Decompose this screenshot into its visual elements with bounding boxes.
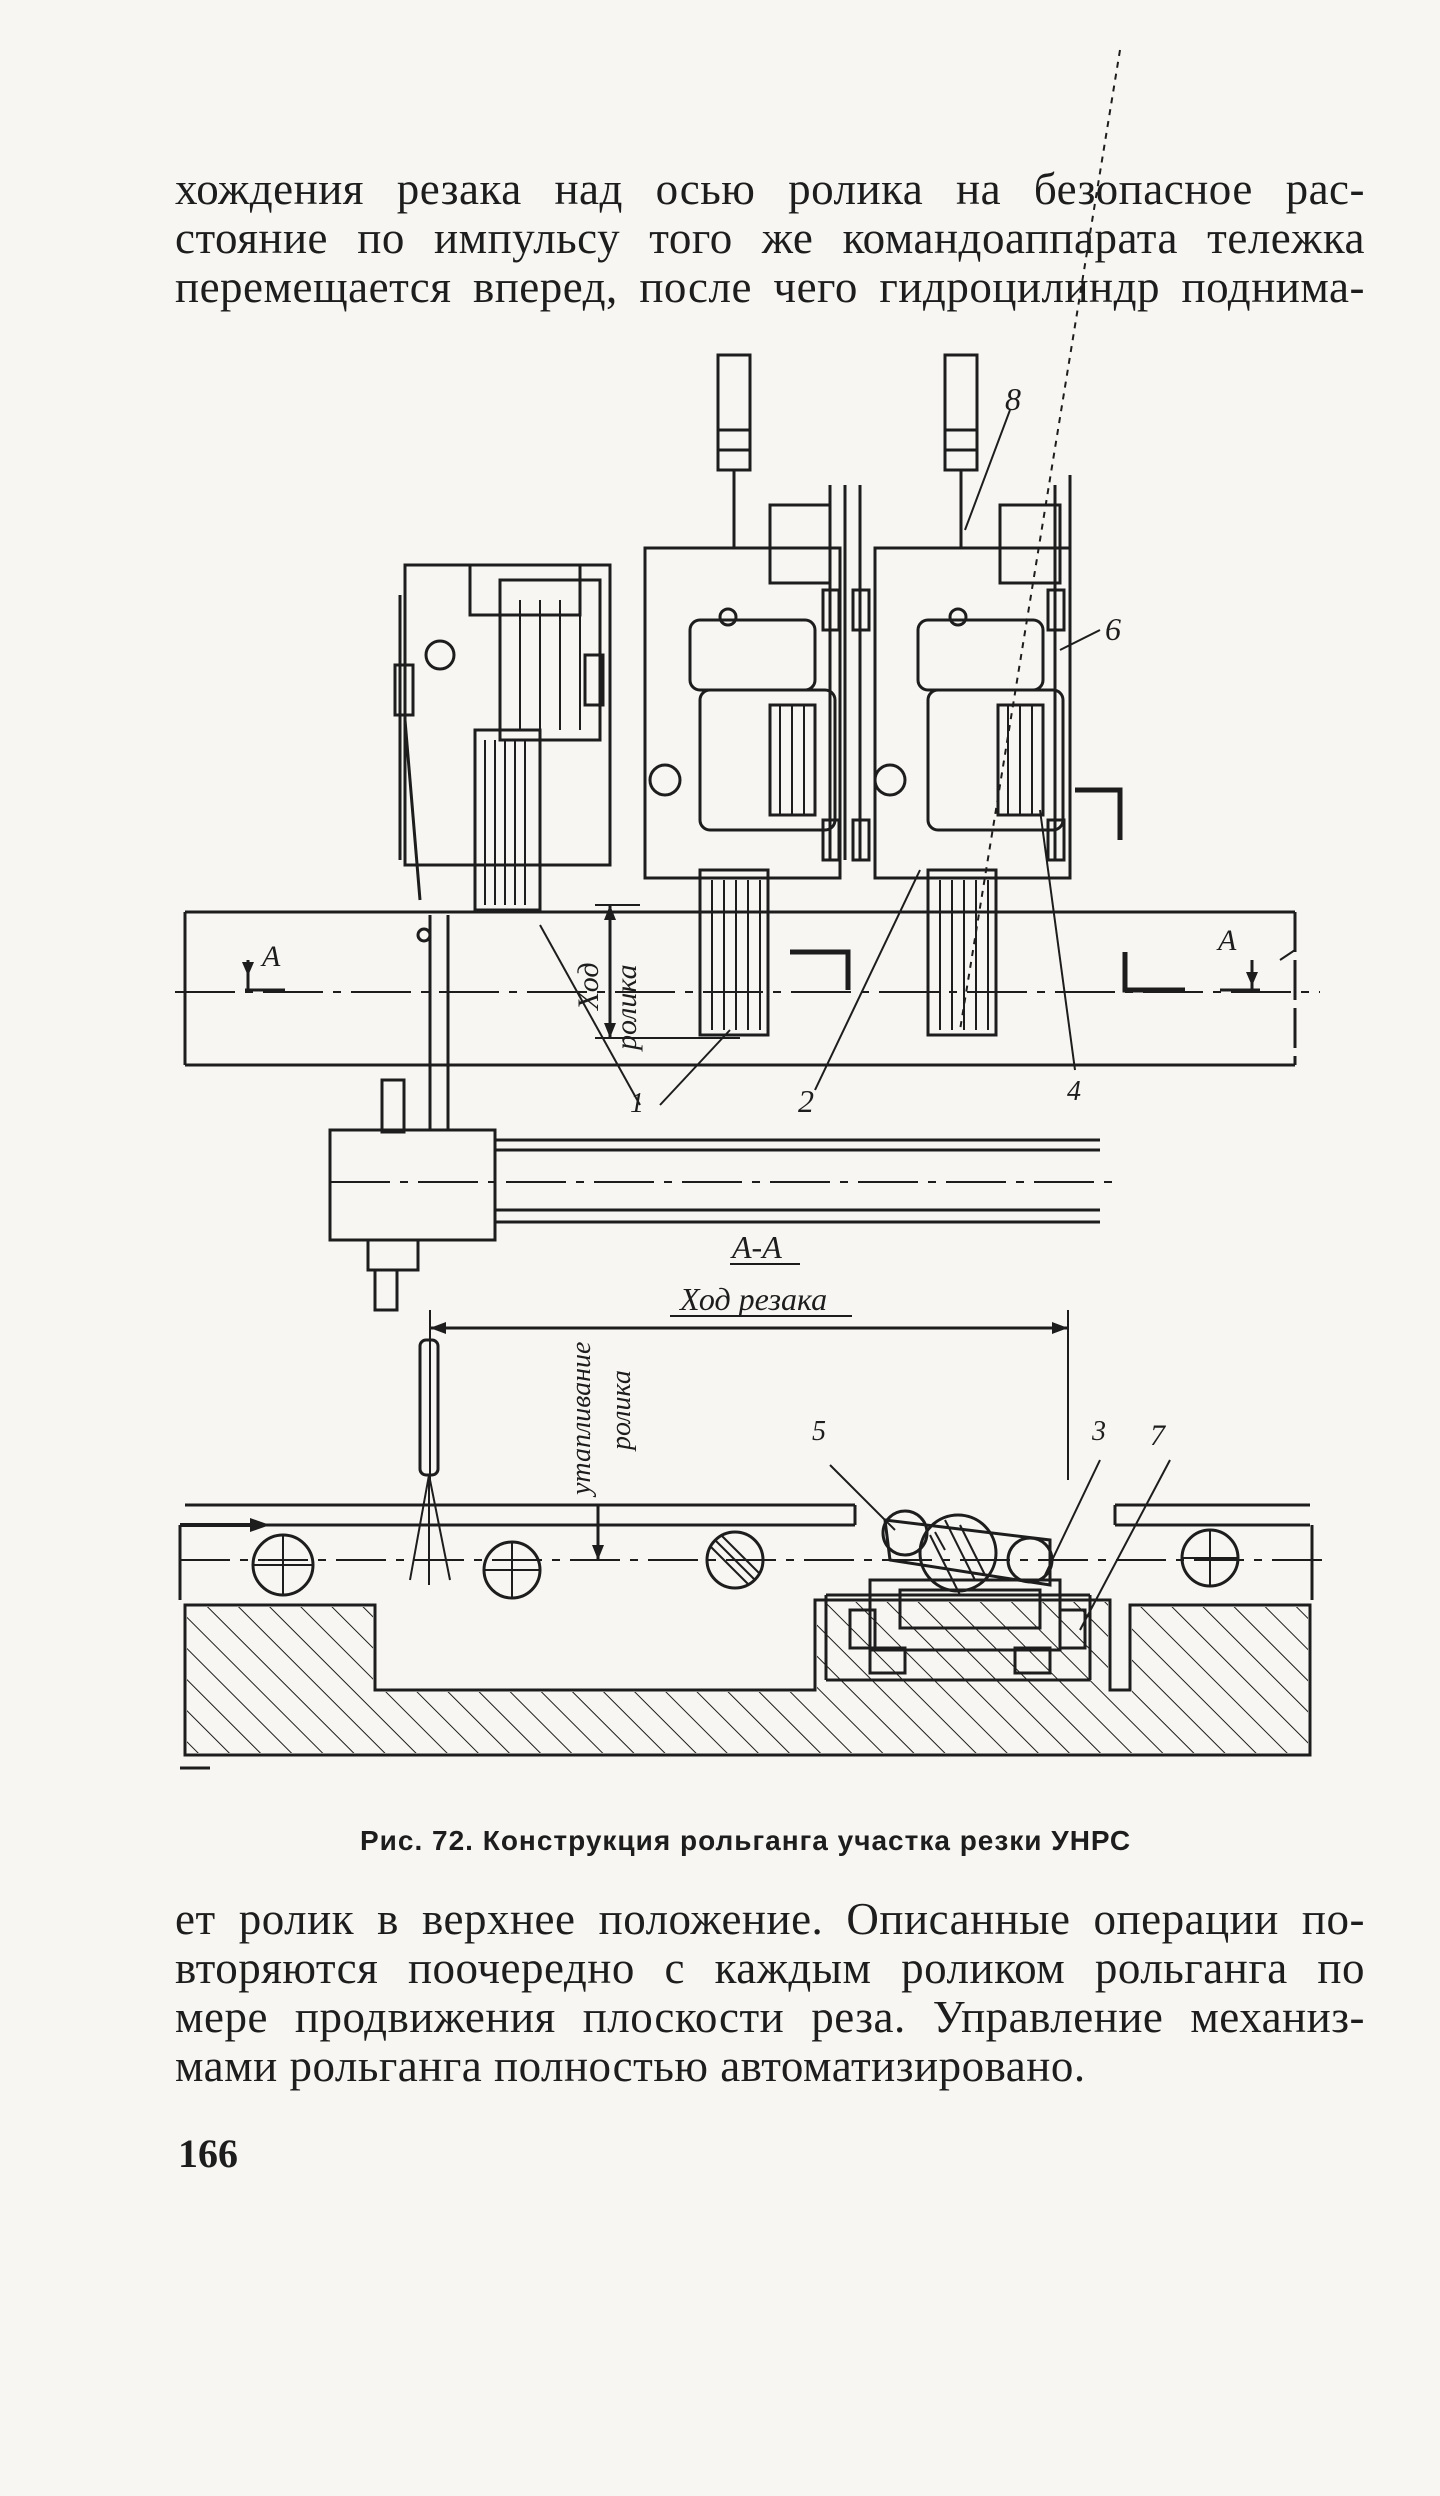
text-line: стояние по импульсу того же командоаппар… (175, 213, 1365, 263)
label-6: 6 (1105, 611, 1121, 647)
section-label-left: A (260, 940, 281, 973)
text-line: хождения резака над осью ролика на безоп… (175, 164, 1365, 214)
roller-lowering-label-1: утапливание (566, 1342, 597, 1498)
label-4: 4 (1067, 1076, 1081, 1107)
label-8: 8 (1005, 381, 1021, 417)
label-5: 5 (812, 1416, 826, 1447)
text-line: мами рольганга полностью автоматизирован… (175, 2041, 1086, 2091)
roller-travel-dimension (595, 904, 740, 1039)
section-title: А-А (730, 1229, 782, 1265)
center-roller-carriage (643, 353, 871, 1037)
roller-lowering-label-2: ролика (606, 1370, 637, 1452)
text-line: мере продвижения плоскости реза. Управле… (175, 1992, 1365, 2042)
left-roller-carriage (393, 563, 612, 912)
text-line: вторяются поочередно с каждым роликом ро… (175, 1943, 1365, 1993)
leader-lines (539, 49, 1121, 1106)
page-number: 166 (178, 2131, 238, 2176)
roller-travel-label-2: ролика (610, 964, 643, 1052)
section-label-right: A (1216, 924, 1237, 957)
label-1: 1 (630, 1088, 644, 1119)
section-marker-right (1220, 960, 1260, 992)
label-7: 7 (1150, 1419, 1167, 1452)
bottom-paragraph: ет ролик в верхнее положение. Описанные … (175, 1895, 1365, 2091)
cutter-carriage (328, 915, 1120, 1312)
foundation-hatching (187, 1602, 1308, 1753)
cutter-travel-label: Ход резака (678, 1281, 827, 1317)
top-paragraph: хождения резака над осью ролика на безоп… (175, 165, 1365, 312)
roller-travel-label-1: Ход (572, 962, 605, 1011)
label-2: 2 (798, 1083, 814, 1119)
text-line: перемещается вперед, после чего гидроцил… (175, 262, 1365, 312)
text-line: ет ролик в верхнее положение. Описанные … (175, 1894, 1365, 1944)
label-3: 3 (1091, 1416, 1106, 1447)
figure-caption: Рис. 72. Конструкция рольганга участка р… (360, 1825, 1132, 1856)
section-marker-left (242, 960, 285, 992)
right-roller-carriage (873, 353, 1072, 1037)
